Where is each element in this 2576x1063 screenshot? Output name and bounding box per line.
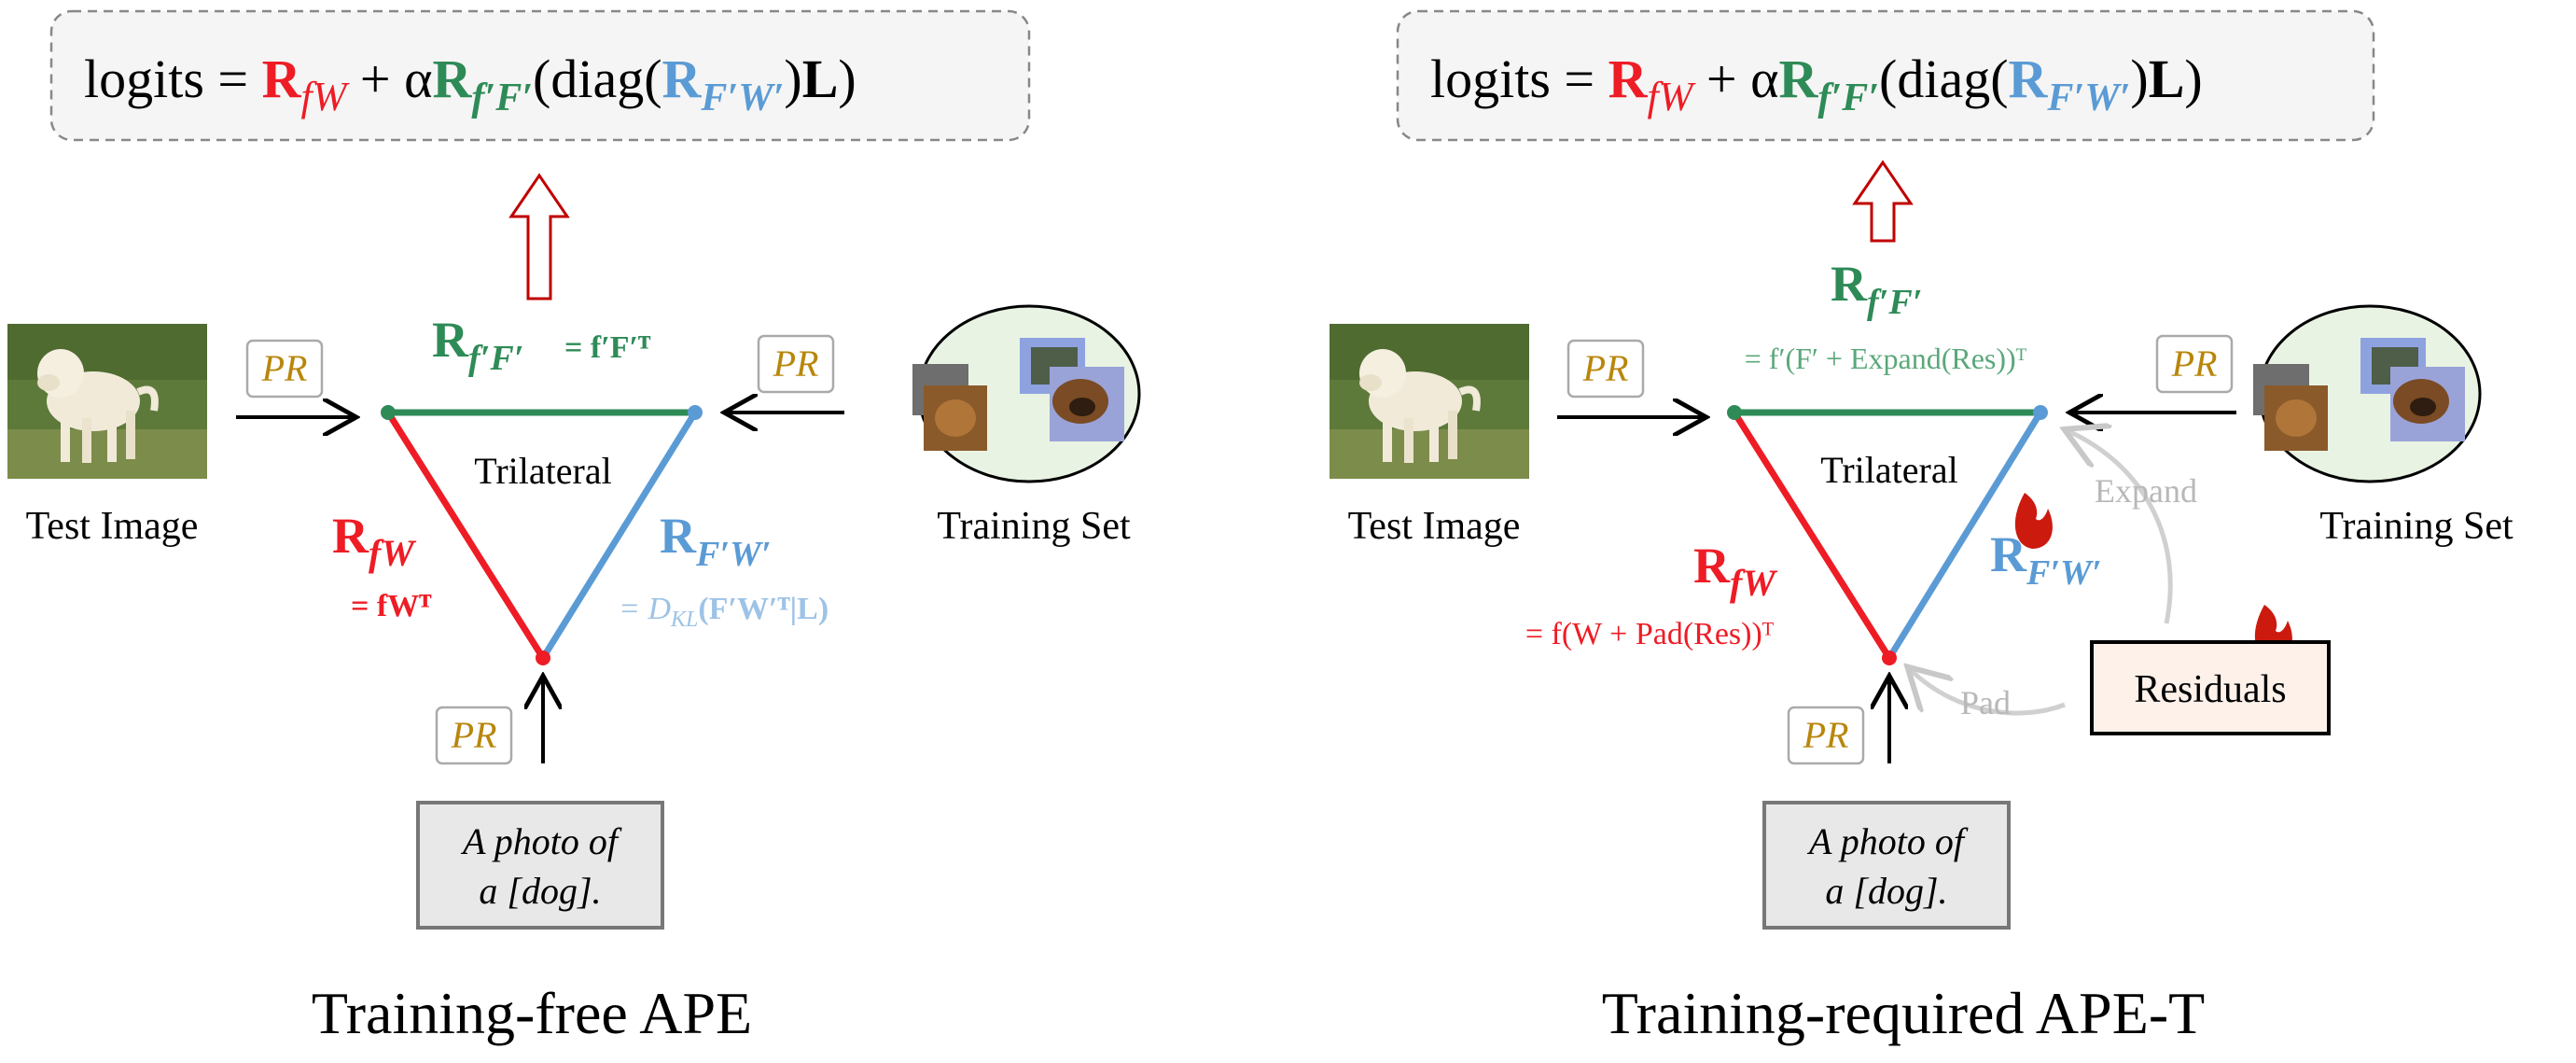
expand-arrow: [2068, 431, 2173, 624]
edge-left: [385, 411, 546, 660]
formula-box: [1396, 9, 2375, 142]
r-top-eq: = f′(F′ + Expand(Res))ᵀ: [1745, 342, 2027, 375]
r-right-label: RF′W′: [660, 508, 772, 574]
formula-text: logits = RfW + αRf′F′(diag(RF′W′)L): [84, 49, 856, 119]
pr-box-training: PR: [757, 334, 835, 394]
trilateral-label: Trilateral: [1820, 449, 1957, 491]
svg-text:PR: PR: [1582, 347, 1629, 389]
svg-text:PR: PR: [1803, 714, 1849, 756]
vertex-bottom: [536, 650, 550, 665]
vertex-left: [1727, 405, 1742, 420]
prompt-line2: a [dog].: [479, 870, 601, 912]
panel-training-required: logits = RfW + αRf′F′(diag(RF′W′)L) Test…: [1330, 9, 2513, 1046]
flame-icon: [2014, 493, 2053, 549]
training-set-oval: [2253, 304, 2482, 483]
formula-text: logits = RfW + αRf′F′(diag(RF′W′)L): [1430, 49, 2203, 119]
prompt-box: [1762, 801, 2011, 930]
r-left-label: RfW: [1693, 538, 1777, 604]
test-image-label: Test Image: [26, 505, 199, 548]
svg-text:PR: PR: [773, 343, 819, 385]
caption: Training-free APE: [312, 980, 752, 1046]
formula-box: [49, 9, 1031, 142]
output-arrow: [1852, 160, 1914, 243]
expand-label: Expand: [2095, 472, 2197, 510]
pad-label: Pad: [1960, 684, 2011, 721]
r-left-eq: = f(W + Pad(Res))ᵀ: [1525, 617, 1775, 651]
panel-training-free: logits = RfW + αRf′F′(diag(RF′W′)L) Test…: [7, 9, 1141, 1046]
output-arrow: [508, 173, 570, 301]
pr-box-text: PR: [435, 706, 513, 765]
pr-box-text: PR: [1787, 706, 1865, 765]
vertex-right: [688, 405, 703, 420]
prompt-line2: a [dog].: [1825, 870, 1947, 912]
edge-right: [1887, 411, 2043, 660]
pr-box-image: PR: [245, 339, 324, 399]
test-image-label: Test Image: [1348, 505, 1521, 548]
pad-arrow: [1911, 670, 2066, 716]
pr-box-image: PR: [1566, 339, 1645, 399]
edge-left: [1732, 411, 1892, 660]
r-right-label: RF′W′: [1990, 526, 2102, 593]
edge-right: [540, 411, 698, 660]
svg-text:PR: PR: [261, 347, 308, 389]
prompt-line1: A photo of: [1806, 820, 1969, 862]
vertex-bottom: [1882, 650, 1897, 665]
residuals-box: [2090, 640, 2331, 735]
r-left-eq: = fWᵀ: [351, 589, 432, 623]
r-top-label: Rf′F′: [432, 312, 523, 378]
r-left-label: RfW: [332, 508, 416, 574]
caption: Training-required APE-T: [1602, 980, 2205, 1046]
training-set-label: Training Set: [2319, 505, 2513, 548]
trilateral-label: Trilateral: [474, 450, 611, 492]
prompt-box: [416, 801, 664, 930]
test-image: [1330, 324, 1529, 479]
training-set-oval: [912, 304, 1141, 483]
training-set-label: Training Set: [937, 505, 1131, 548]
pr-box-training: PR: [2155, 334, 2234, 394]
svg-text:PR: PR: [2171, 343, 2218, 385]
test-image: [7, 324, 207, 479]
r-top-eq: = f′F′ᵀ: [564, 330, 651, 365]
residuals-label: Residuals: [2134, 668, 2286, 711]
r-top-label: Rf′F′: [1831, 256, 1922, 322]
prompt-line1: A photo of: [460, 820, 622, 862]
svg-text:PR: PR: [451, 714, 497, 756]
vertex-right: [2033, 405, 2048, 420]
r-right-eq: = DKL(F′W′ᵀ|L): [619, 592, 828, 632]
vertex-left: [381, 405, 396, 420]
